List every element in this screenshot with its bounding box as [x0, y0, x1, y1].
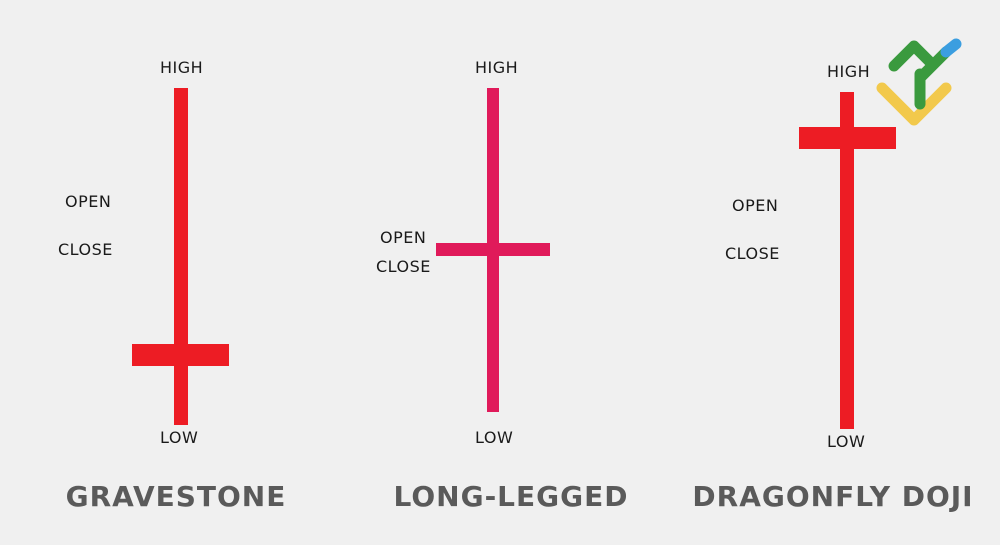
open-label: OPEN	[732, 196, 779, 215]
close-label: CLOSE	[58, 240, 113, 259]
pattern-title: GRAVESTONE	[65, 480, 287, 513]
candle-body	[436, 243, 550, 256]
candle-wick	[174, 88, 188, 425]
candle-body	[799, 127, 896, 149]
candle-body	[132, 344, 229, 366]
low-label: LOW	[827, 432, 866, 451]
open-label: OPEN	[380, 228, 427, 247]
pattern-title: LONG-LEGGED	[393, 480, 629, 513]
high-label: HIGH	[160, 58, 204, 77]
brand-logo-icon	[876, 38, 962, 126]
high-label: HIGH	[475, 58, 519, 77]
pattern-title: DRAGONFLY DOJI	[692, 480, 974, 513]
low-label: LOW	[160, 428, 199, 447]
open-label: OPEN	[65, 192, 112, 211]
high-label: HIGH	[827, 62, 871, 81]
close-label: CLOSE	[725, 244, 780, 263]
close-label: CLOSE	[376, 257, 431, 276]
candle-wick	[840, 92, 854, 429]
low-label: LOW	[475, 428, 514, 447]
